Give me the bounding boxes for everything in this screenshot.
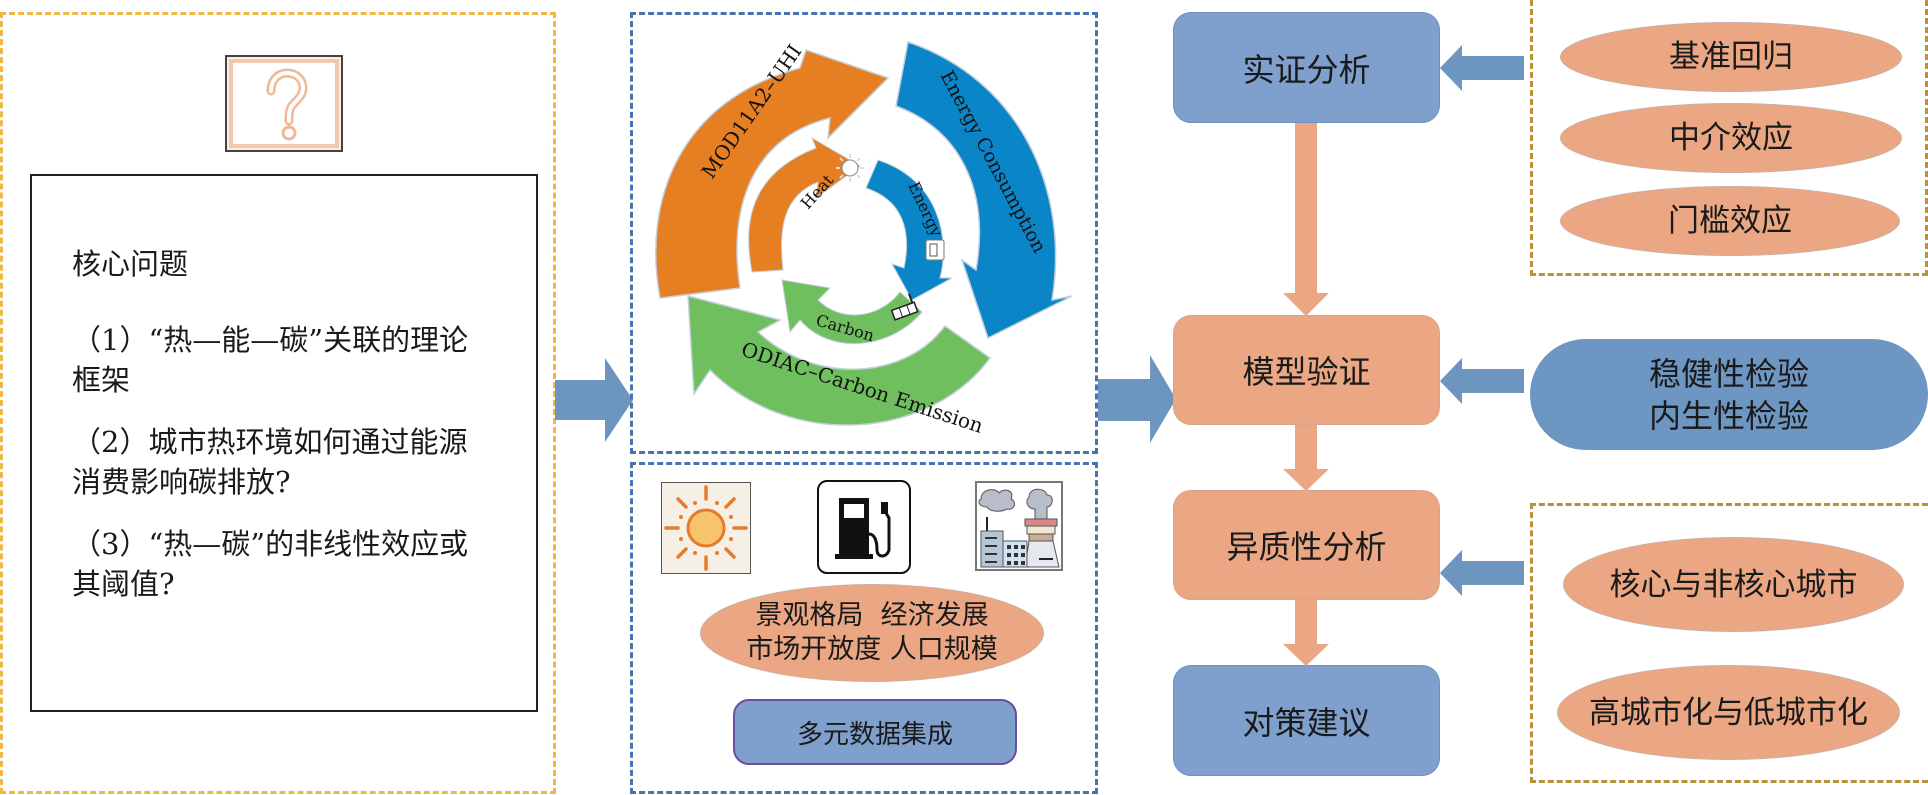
outer-carbon-arrow (687, 295, 992, 426)
core-question-box: 核心问题 （1）“热—能—碳”关联的理论框架 （2）城市热环境如何通过能源消费影… (30, 174, 538, 712)
outer-energy-arrow (895, 41, 1073, 340)
data-integration-box: 多元数据集成 (733, 699, 1017, 765)
flow-step-validation: 模型验证 (1173, 315, 1440, 425)
factory-icon-box (975, 481, 1063, 571)
sun-icon-box (661, 482, 751, 574)
method-threshold-effect: 门槛效应 (1560, 186, 1900, 256)
factors-ellipse: 景观格局 经济发展 市场开放度 人口规模 (700, 584, 1044, 682)
arrow-left-icon (1440, 550, 1524, 596)
group-core-vs-noncore-cities: 核心与非核心城市 (1563, 537, 1904, 632)
question-mark-icon (229, 59, 339, 148)
factors-line-2: 市场开放度 人口规模 (746, 634, 998, 665)
small-sun-icon (836, 154, 864, 182)
heat-energy-carbon-cycle: MOD11A2–UHI Energy Consumption ODIAC–Car… (655, 40, 1073, 438)
flow-step-empirical: 实证分析 (1173, 12, 1440, 123)
flow-step-recommendations: 对策建议 (1173, 665, 1440, 776)
fuel-pump-icon (835, 498, 891, 559)
question-3: （3）“热—碳”的非线性效应或其阈值? (72, 527, 469, 601)
flow-step-heterogeneity: 异质性分析 (1173, 490, 1440, 600)
outer-heat-arrow (655, 49, 890, 299)
question-icon-box (225, 55, 343, 152)
core-question-panel (0, 12, 556, 794)
arrow-down-icon (1283, 425, 1329, 491)
inner-heat-arrow (748, 136, 861, 273)
sun-icon (664, 485, 748, 571)
cycle-panel (630, 12, 1098, 454)
arrow-down-icon (1283, 123, 1329, 316)
inner-energy-arrow (865, 159, 953, 301)
method-endogeneity-test: 内生性检验 (1648, 396, 1809, 435)
inner-carbon-arrow (781, 279, 923, 345)
question-2: （2）城市热环境如何通过能源消费影响碳排放? (72, 425, 468, 499)
method-robustness-test: 稳健性检验 (1648, 354, 1809, 393)
factors-line-1: 景观格局 经济发展 (755, 600, 989, 631)
method-mediation-effect: 中介效应 (1560, 103, 1902, 173)
arrow-right-icon (1098, 355, 1176, 443)
arrow-down-icon (1283, 600, 1329, 666)
small-factory-icon (890, 293, 919, 321)
group-high-vs-low-urbanization: 高城市化与低城市化 (1557, 665, 1900, 760)
heterogeneity-methods-group (1530, 503, 1928, 783)
arrow-left-icon (1440, 45, 1524, 91)
method-baseline-regression: 基准回归 (1560, 22, 1902, 92)
data-panel (630, 462, 1098, 794)
arrow-right-icon (555, 358, 633, 442)
fuel-pump-icon-box (817, 480, 911, 574)
arrow-left-icon (1440, 358, 1524, 404)
core-question-title: 核心问题 (72, 247, 189, 281)
factory-icon (978, 488, 1060, 568)
validation-methods-pill: 稳健性检验 内生性检验 (1530, 339, 1928, 450)
small-fuel-icon (925, 239, 945, 261)
empirical-methods-group (1530, 0, 1928, 276)
data-integration-label: 多元数据集成 (796, 719, 953, 750)
question-1: （1）“热—能—碳”关联的理论框架 (72, 323, 469, 397)
